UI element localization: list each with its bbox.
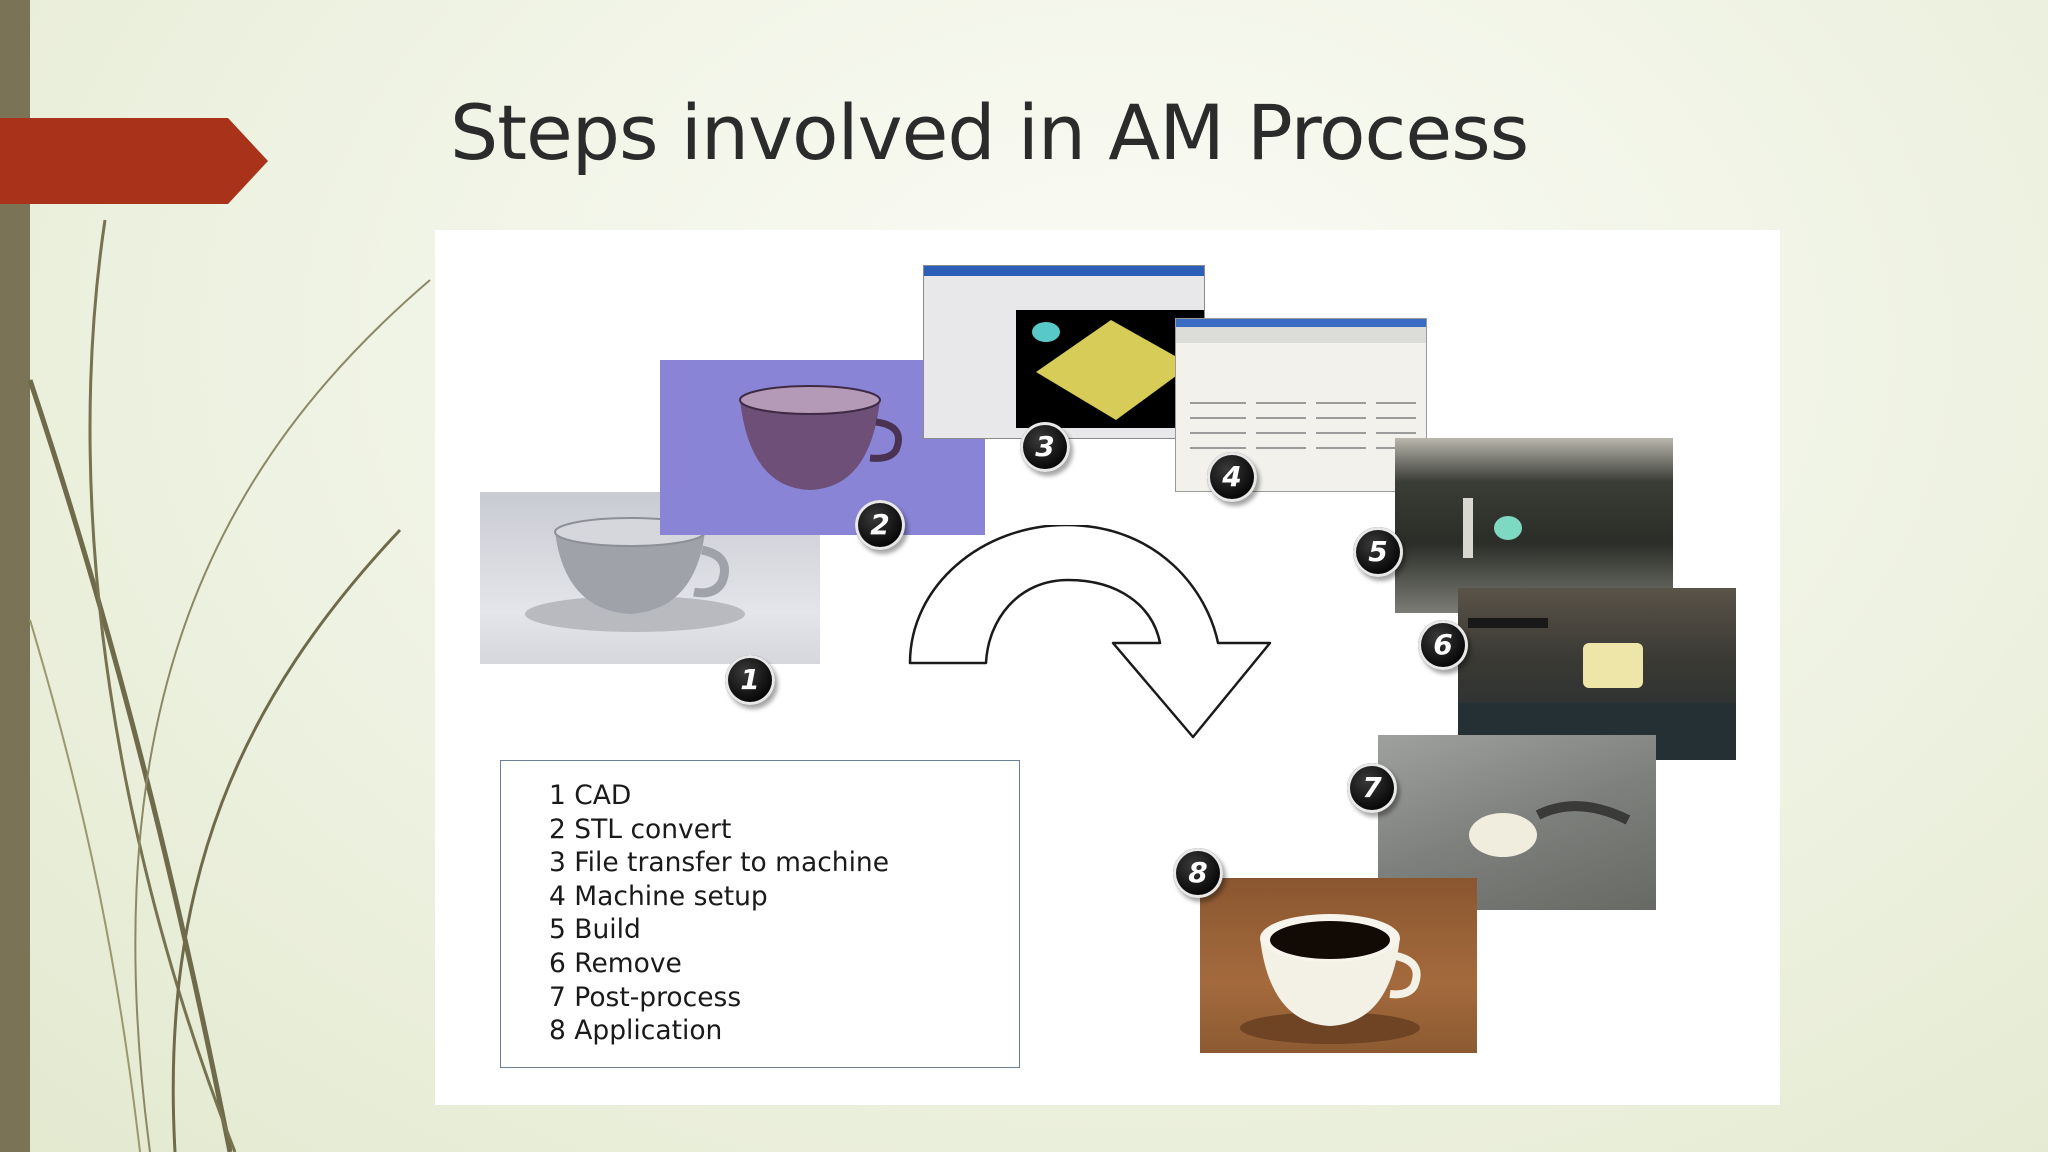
- step-badge-3: 3: [1020, 422, 1070, 472]
- legend-item-6: 6 Remove: [549, 947, 682, 979]
- step-badge-7: 7: [1347, 763, 1397, 813]
- step-badge-6: 6: [1418, 620, 1468, 670]
- legend-item-2: 2 STL convert: [549, 813, 732, 845]
- step-legend: 1 CAD 2 STL convert 3 File transfer to m…: [500, 760, 1020, 1068]
- legend-item-1: 1 CAD: [549, 780, 632, 811]
- step-badge-5: 5: [1353, 527, 1403, 577]
- legend-item-8: 8 Application: [549, 1015, 723, 1047]
- step-badge-2: 2: [855, 500, 905, 550]
- step-8-application-photo: [1200, 878, 1477, 1053]
- legend-item-5: 5 Build: [549, 914, 641, 946]
- decorative-swoosh-lines: [27, 219, 431, 1152]
- step-badge-8: 8: [1173, 848, 1223, 898]
- legend-item-3: 3 File transfer to machine: [549, 847, 890, 879]
- cycle-arrow: [908, 525, 1272, 739]
- step-3-software-screenshot: [923, 265, 1205, 439]
- step-badge-1: 1: [725, 655, 775, 705]
- am-process-diagram: 1 2 3 4 5 6 7 8 1 CAD 2 STL convert 3 Fi…: [435, 230, 1780, 1105]
- slide-title: Steps involved in AM Process: [450, 88, 1529, 177]
- step-badge-4: 4: [1207, 452, 1257, 502]
- title-arrow-tab: [0, 118, 268, 204]
- legend-item-7: 7 Post-process: [549, 981, 742, 1013]
- legend-item-4: 4 Machine setup: [549, 880, 768, 912]
- step-5-build-photo: [1395, 438, 1673, 613]
